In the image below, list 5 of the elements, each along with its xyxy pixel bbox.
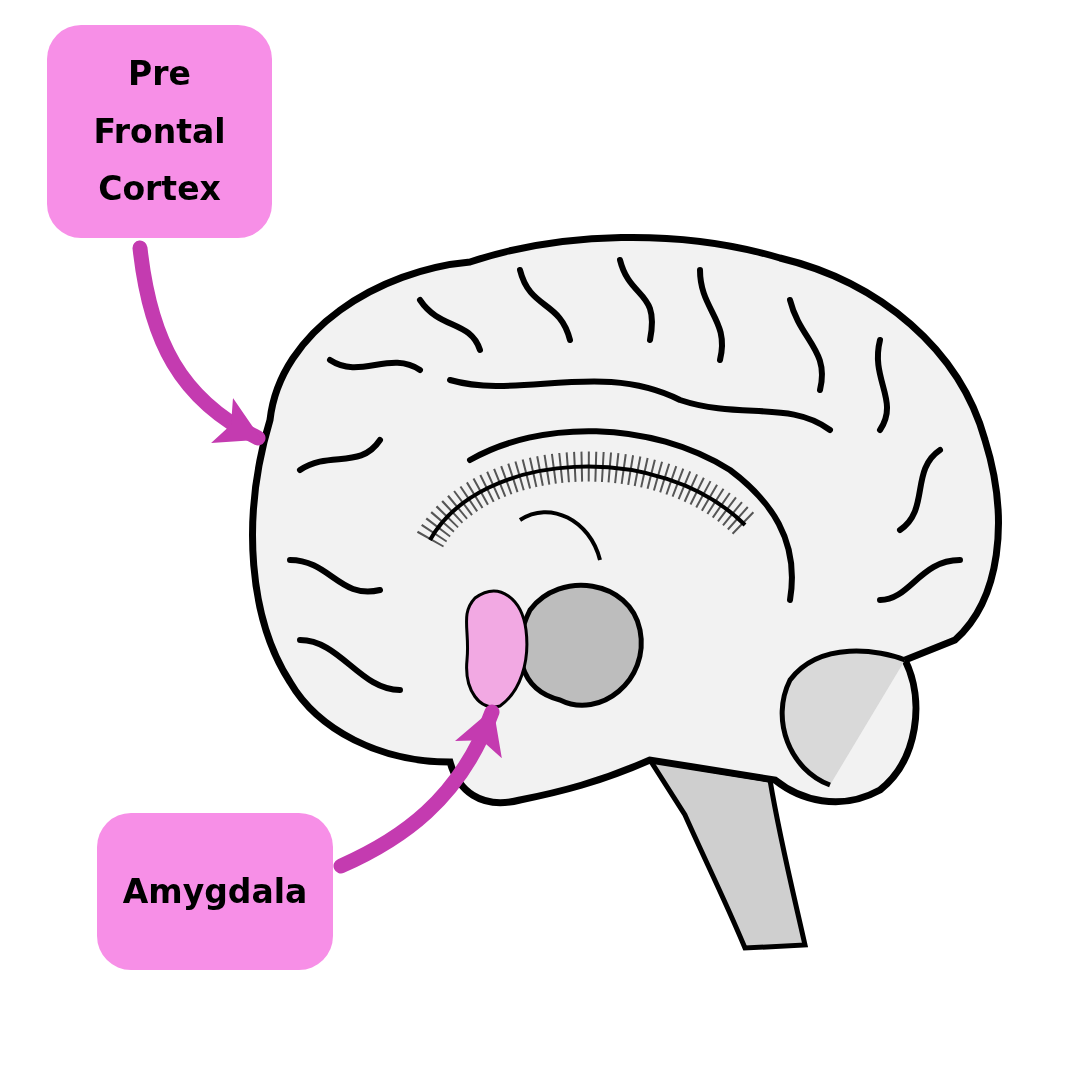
callout-box: Pre Frontal Cortex: [47, 25, 272, 238]
callout-box: Amygdala: [97, 813, 333, 970]
amygdala-region: [465, 589, 529, 709]
curved-arrow: [333, 704, 501, 874]
curved-arrow: [132, 240, 266, 446]
